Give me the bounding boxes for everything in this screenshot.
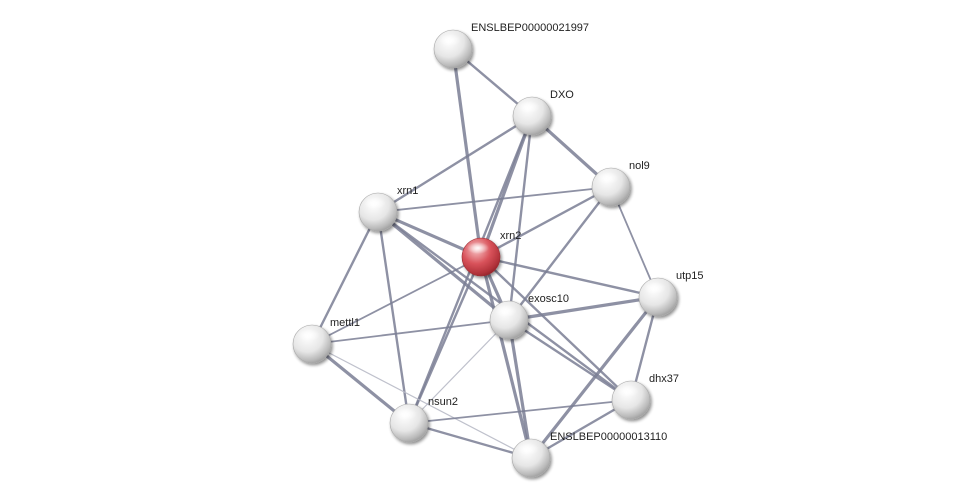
node-mettl1[interactable]: mettl1 (292, 317, 360, 364)
node-highlight (495, 305, 517, 317)
node-label-xrn1: xrn1 (397, 185, 418, 197)
node-label-DXO: DXO (550, 89, 574, 101)
edge-nol9-exosc10[interactable] (507, 185, 613, 322)
node-xrn1[interactable]: xrn1 (358, 185, 418, 232)
node-ENSLBEP00000013110[interactable]: ENSLBEP00000013110 (511, 431, 667, 478)
node-highlight (439, 34, 461, 46)
node-highlight (395, 408, 417, 420)
edge-xrn2-ENSLBEP00000013110[interactable] (479, 255, 533, 460)
edge-nsun2-ENSLBEP00000013110[interactable] (407, 421, 533, 460)
node-highlight (518, 101, 540, 113)
edge-xrn2-dhx37[interactable] (479, 255, 633, 402)
node-highlight (467, 242, 489, 254)
edge-utp15-ENSLBEP00000013110[interactable] (529, 295, 660, 460)
edge-xrn1-mettl1[interactable] (310, 210, 380, 346)
edge-nsun2-dhx37[interactable] (408, 399, 632, 424)
node-highlight (517, 443, 539, 455)
node-xrn2[interactable]: xrn2 (461, 230, 521, 277)
edge-exosc10-nsun2[interactable] (408, 319, 510, 424)
edge-xrn2-mettl1[interactable] (311, 256, 482, 345)
node-label-exosc10: exosc10 (528, 293, 569, 305)
node-nsun2[interactable]: nsun2 (389, 396, 458, 443)
node-label-ENSLBEP00000013110: ENSLBEP00000013110 (550, 431, 667, 443)
edge-exosc10-utp15[interactable] (507, 295, 660, 322)
node-highlight (298, 329, 320, 341)
edge-DXO-xrn1[interactable] (376, 114, 534, 214)
edge-exosc10-dhx37[interactable] (507, 318, 633, 402)
edge-nol9-utp15[interactable] (610, 186, 659, 298)
edge-mettl1-nsun2[interactable] (310, 342, 411, 425)
node-label-utp15: utp15 (676, 270, 704, 282)
node-utp15[interactable]: utp15 (638, 270, 704, 317)
edge-nol9-xrn1[interactable] (377, 186, 612, 213)
edge-xrn2-nsun2[interactable] (407, 255, 483, 425)
edge-mettl1-ENSLBEP00000013110[interactable] (311, 343, 532, 459)
edge-exosc10-mettl1[interactable] (311, 319, 510, 345)
node-exosc10[interactable]: exosc10 (489, 293, 569, 340)
edge-exosc10-ENSLBEP00000013110[interactable] (507, 318, 533, 460)
node-highlight (364, 197, 386, 209)
node-nol9[interactable]: nol9 (591, 160, 650, 207)
node-label-dhx37: dhx37 (649, 373, 679, 385)
edge-xrn1-nsun2[interactable] (376, 210, 411, 425)
node-DXO[interactable]: DXO (512, 89, 574, 136)
node-label-ENSLBEP00000021997: ENSLBEP00000021997 (471, 22, 589, 34)
edge-ENSLBEP00000021997-xrn2[interactable] (451, 47, 483, 259)
node-label-mettl1: mettl1 (330, 317, 360, 329)
node-label-nsun2: nsun2 (428, 396, 458, 408)
node-label-xrn2: xrn2 (500, 230, 521, 242)
node-highlight (597, 172, 619, 184)
node-label-nol9: nol9 (629, 160, 650, 172)
edge-xrn1-exosc10[interactable] (376, 210, 511, 322)
edge-xrn2-utp15[interactable] (479, 255, 660, 299)
node-ENSLBEP00000021997[interactable]: ENSLBEP00000021997 (433, 22, 589, 69)
node-highlight (617, 385, 639, 397)
node-highlight (644, 282, 666, 294)
node-dhx37[interactable]: dhx37 (611, 373, 679, 420)
edge-nol9-xrn2[interactable] (479, 185, 613, 259)
